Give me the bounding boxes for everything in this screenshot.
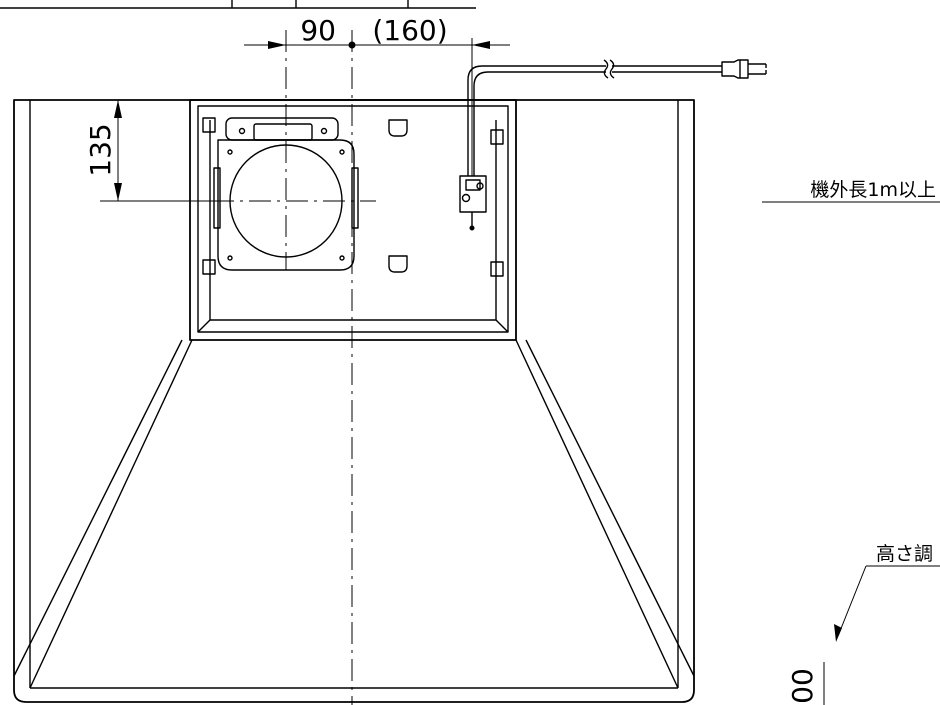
dim-height: 135 — [84, 123, 117, 176]
power-cord — [467, 59, 722, 176]
fan-mount-plate — [213, 117, 359, 271]
note-height: 高さ調 — [876, 543, 933, 565]
inner-cavity — [189, 99, 517, 341]
note-cord-length: 機外長1m以上 — [810, 179, 936, 201]
power-plug-icon — [721, 59, 767, 79]
leader-lines — [762, 201, 940, 705]
dim-offset-left: 90 — [300, 14, 336, 47]
dimension-arrows — [114, 41, 490, 201]
hanger-slots — [388, 119, 408, 273]
dim-bottom-partial: 00 — [786, 668, 819, 704]
hood-outer-body — [13, 99, 695, 703]
center-datum-dot — [348, 41, 356, 49]
dim-offset-right: (160) — [372, 14, 447, 47]
center-lines — [212, 30, 376, 705]
title-block-fragment — [0, 0, 476, 9]
dimension-lines — [100, 38, 510, 202]
terminal-block — [459, 175, 487, 231]
leader-arrow — [834, 624, 842, 642]
hood-skirt — [13, 339, 695, 689]
